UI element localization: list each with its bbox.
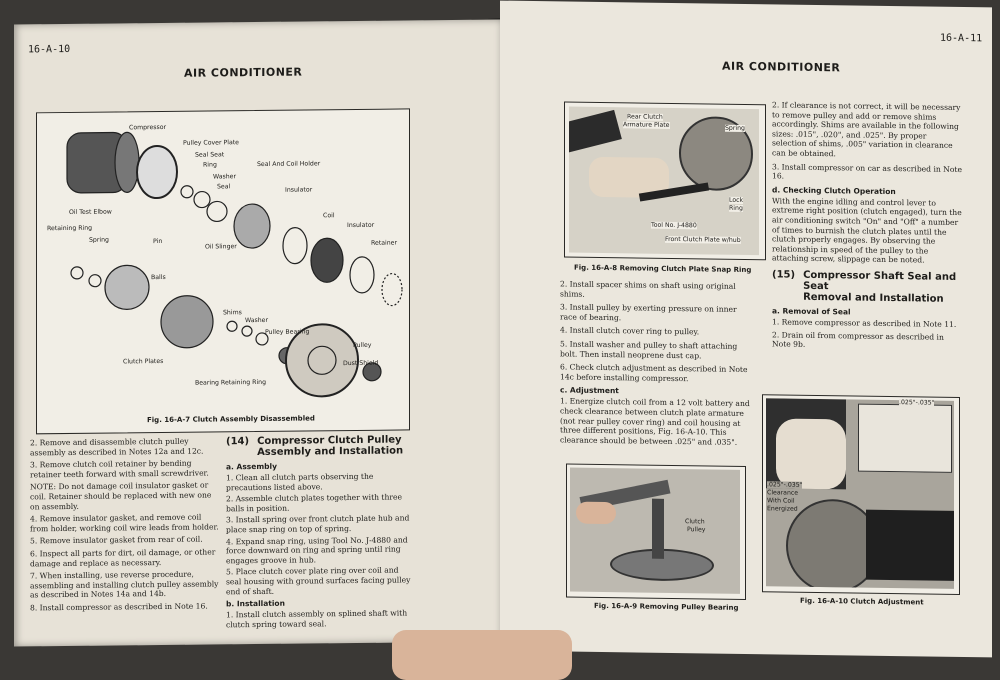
- step: 5. Place clutch cover plate ring over co…: [226, 565, 411, 596]
- subheading-assembly: a. Assembly: [226, 461, 277, 472]
- step: 2. Drain oil from compressor as describe…: [772, 329, 944, 349]
- label-compressor: Compressor: [129, 123, 167, 132]
- left-page: 16-A-10 AIR CONDITIONER: [14, 19, 500, 647]
- caption-fig10: Fig. 16-A-10 Clutch Adjustment: [800, 596, 924, 607]
- label-clearance-range: .025"-.035": [899, 399, 935, 407]
- paragraph: 2. Remove and disassemble clutch pulley …: [30, 436, 204, 457]
- section-number: (14): [226, 436, 250, 448]
- label-seal: Seal: [217, 183, 231, 191]
- subheading-installation: b. Installation: [226, 598, 285, 609]
- step: 3. Install pulley by exerting pressure o…: [560, 302, 737, 323]
- step: 1. Install clutch assembly on splined sh…: [226, 608, 408, 630]
- label-insulator-2: Insulator: [347, 221, 375, 230]
- section-14: (14) Compressor Clutch Pulley Assembly a…: [226, 434, 416, 629]
- figure-16-a-9: Clutch Pulley: [566, 463, 746, 600]
- label-lock: Lock: [729, 196, 744, 204]
- paragraph: 3. Remove clutch coil retainer by bendin…: [30, 458, 209, 480]
- label-coil: Coil: [323, 212, 335, 220]
- page-number: 16-A-11: [940, 32, 983, 45]
- label-retainer: Retainer: [371, 239, 398, 247]
- label-clutch-plates: Clutch Plates: [123, 357, 164, 366]
- label-retaining-ring: Retaining Ring: [47, 224, 93, 233]
- label-pulley: Pulley: [687, 526, 706, 534]
- label-clutch: Clutch: [685, 518, 705, 526]
- right-page: 16-A-11 AIR CONDITIONER Rear Clutch Arma…: [500, 0, 992, 658]
- step: 5. Install washer and pulley to shaft at…: [560, 339, 738, 360]
- subheading-adjustment: c. Adjustment: [560, 385, 619, 396]
- label-dust-shield: Dust Shield: [343, 359, 379, 368]
- right-col-left: 2. Install spacer shims on shaft using o…: [560, 279, 750, 447]
- section-title-line1: Compressor Shaft Seal and Seat: [803, 269, 957, 293]
- label-pulley-bearing: Pulley Bearing: [265, 328, 310, 336]
- label-armature-plate: Armature Plate: [623, 121, 670, 129]
- label-energized: Energized: [767, 505, 798, 513]
- label-insulator: Insulator: [285, 186, 313, 194]
- label-shims: Shims: [223, 309, 242, 317]
- label-balls: Balls: [151, 273, 166, 282]
- label-tool-j4880: Tool No. J-4880: [651, 221, 697, 230]
- step: 1. Clean all clutch parts observing the …: [226, 471, 374, 492]
- figure-16-a-10: .025"-.035" .025"-.035" Clearance With C…: [762, 394, 960, 595]
- label-front-clutch-plate: Front Clutch Plate w/hub: [665, 235, 741, 244]
- step: 4. Install clutch cover ring to pulley.: [560, 325, 700, 337]
- section-title-line2: Assembly and Installation: [257, 445, 404, 458]
- step: 4. Expand snap ring, using Tool No. J-48…: [226, 534, 408, 566]
- label-clearance: Clearance: [767, 489, 799, 497]
- label-ring: Ring: [729, 204, 743, 212]
- step: 1. Remove compressor as described in Not…: [772, 317, 957, 329]
- label-clearance-range-2: .025"-.035": [767, 481, 803, 489]
- paragraph: 5. Remove insulator gasket from rear of …: [30, 534, 203, 546]
- label-oil-slinger: Oil Slinger: [205, 243, 237, 251]
- adjustment-text: 1. Energize clutch coil from a 12 volt b…: [560, 396, 750, 447]
- page-number: 16-A-10: [28, 43, 71, 56]
- label-ring: Ring: [203, 161, 217, 169]
- step: 2. If clearance is not correct, it will …: [772, 100, 961, 159]
- figure-16-a-8: Rear Clutch Armature Plate Spring Lock R…: [564, 101, 766, 261]
- section-heading: (14) Compressor Clutch Pulley Assembly a…: [226, 434, 416, 458]
- label-pin: Pin: [153, 237, 163, 246]
- paragraph: 7. When installing, use reverse procedur…: [30, 569, 219, 600]
- label-pulley: Pulley: [353, 341, 372, 349]
- right-col-right: 2. If clearance is not correct, it will …: [772, 100, 962, 351]
- manual-spread: 16-A-10 AIR CONDITIONER: [14, 0, 992, 680]
- label-seal-coil-holder: Seal And Coil Holder: [257, 160, 321, 168]
- step: 2. Assemble clutch plates together with …: [226, 492, 402, 514]
- section-15-heading: (15) Compressor Shaft Seal and Seat Remo…: [772, 269, 962, 305]
- subheading-checking: d. Checking Clutch Operation: [772, 185, 896, 196]
- figure-caption: Fig. 16-A-7 Clutch Assembly Disassembled: [147, 414, 315, 425]
- label-oil-test-elbow: Oil Test Elbow: [69, 208, 112, 216]
- caption-fig9: Fig. 16-A-9 Removing Pulley Bearing: [594, 601, 739, 612]
- label-seal-seat: Seal Seat: [195, 151, 225, 159]
- section-number: (15): [772, 269, 796, 281]
- label-with-coil: With Coil: [767, 497, 795, 505]
- paragraph: 8. Install compressor as described in No…: [30, 601, 208, 613]
- running-head: AIR CONDITIONER: [184, 65, 303, 80]
- label-pulley-cover-plate: Pulley Cover Plate: [183, 139, 239, 147]
- section-title-line2: Removal and Installation: [803, 291, 944, 305]
- step: 3. Install compressor on car as describe…: [772, 161, 962, 181]
- label-bearing-retaining-ring: Bearing Retaining Ring: [195, 378, 267, 387]
- photo-pulley-bearing: [570, 467, 740, 594]
- label-washer-2: Washer: [245, 316, 269, 325]
- caption-fig8: Fig. 16-A-8 Removing Clutch Plate Snap R…: [574, 263, 752, 275]
- figure-clutch-assembly: Compressor Pulley Cover Plate Seal Seat …: [36, 108, 410, 435]
- checking-text: With the engine idling and control lever…: [772, 196, 962, 265]
- note-paragraph: NOTE: Do not damage coil insulator gaske…: [30, 480, 212, 511]
- subheading-removal-of-seal: a. Removal of Seal: [772, 306, 851, 317]
- step: 2. Install spacer shims on shaft using o…: [560, 279, 736, 299]
- step: 3. Install spring over front clutch plat…: [226, 513, 410, 535]
- step: 6. Check clutch adjustment as described …: [560, 362, 748, 383]
- paragraph: 6. Inspect all parts for dirt, oil damag…: [30, 547, 216, 568]
- paragraph: 4. Remove insulator gasket, and remove c…: [30, 512, 219, 534]
- exploded-clutch-illustration: [66, 131, 403, 398]
- label-washer: Washer: [213, 173, 237, 181]
- label-rear-clutch: Rear Clutch: [627, 113, 663, 121]
- label-spring: Spring: [89, 236, 109, 244]
- running-head: AIR CONDITIONER: [722, 59, 841, 75]
- reader-fingers: [392, 630, 572, 680]
- left-column-text: 2. Remove and disassemble clutch pulley …: [30, 436, 220, 615]
- label-spring: Spring: [725, 124, 745, 132]
